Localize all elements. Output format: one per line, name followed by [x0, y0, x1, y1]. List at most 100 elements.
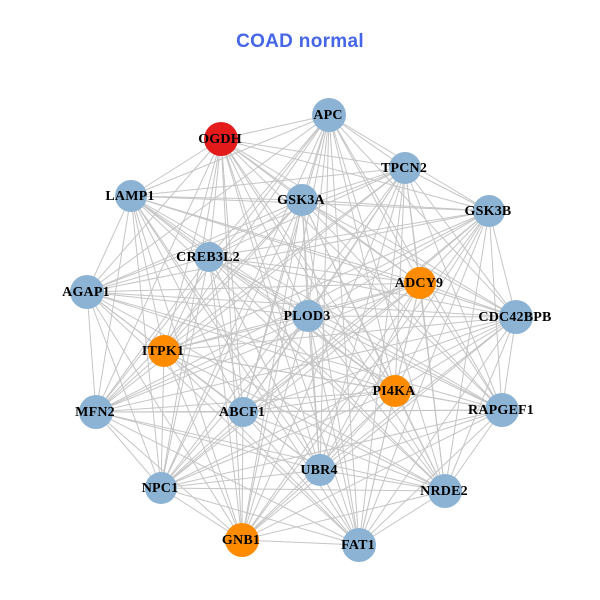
node-label-NRDE2: NRDE2 — [420, 484, 468, 499]
edge-OGDH-LAMP1 — [130, 138, 222, 197]
edge-PLOD3-ITPK1 — [163, 315, 309, 352]
edge-TPCN2-AGAP1 — [86, 167, 406, 293]
node-label-LAMP1: LAMP1 — [105, 189, 154, 204]
node-NPC1 — [145, 472, 177, 504]
edge-ADCY9-ITPK1 — [163, 282, 421, 352]
edge-ITPK1-GNB1 — [163, 350, 243, 541]
edge-ADCY9-ABCF1 — [242, 282, 421, 413]
edge-GSK3B-ABCF1 — [242, 210, 490, 413]
edge-ADCY9-PLOD3 — [307, 282, 421, 317]
edge-LAMP1-CDC42BPB — [130, 195, 517, 318]
edge-NPC1-NRDE2 — [160, 487, 446, 492]
edge-APC-CDC42BPB — [328, 114, 517, 318]
edge-GSK3B-PI4KA — [394, 210, 490, 392]
node-ITPK1 — [148, 335, 180, 367]
edge-APC-NRDE2 — [328, 114, 446, 492]
edge-UBR4-NPC1 — [160, 469, 321, 489]
edge-GSK3A-AGAP1 — [86, 199, 303, 293]
edge-UBR4-NRDE2 — [319, 469, 446, 492]
edge-TPCN2-NPC1 — [160, 167, 406, 489]
edge-LAMP1-MFN2 — [95, 195, 132, 413]
edge-GSK3B-ITPK1 — [163, 210, 490, 352]
edge-ITPK1-FAT1 — [163, 350, 360, 546]
node-TPCN2 — [389, 152, 421, 184]
edge-AGAP1-RAPGEF1 — [86, 291, 503, 411]
edge-GSK3B-CDC42BPB — [488, 210, 517, 318]
node-ABCF1 — [228, 397, 258, 427]
node-FAT1 — [342, 528, 376, 562]
edge-CDC42BPB-GNB1 — [241, 316, 517, 541]
edge-OGDH-RAPGEF1 — [220, 138, 503, 411]
edge-PLOD3-RAPGEF1 — [307, 315, 503, 411]
edge-APC-OGDH — [220, 114, 330, 140]
node-PI4KA — [379, 375, 411, 407]
edge-PI4KA-NRDE2 — [394, 390, 446, 492]
edge-RAPGEF1-NPC1 — [160, 409, 503, 489]
edge-CDC42BPB-NPC1 — [160, 316, 517, 489]
node-PLOD3 — [292, 300, 324, 332]
edge-GSK3A-CDC42BPB — [301, 199, 517, 318]
edge-GSK3A-CREB3L2 — [208, 199, 303, 258]
edge-AGAP1-PI4KA — [86, 291, 396, 392]
edge-OGDH-UBR4 — [220, 138, 321, 471]
edge-ABCF1-UBR4 — [242, 411, 321, 471]
chart-title: COAD normal — [236, 31, 364, 52]
node-label-AGAP1: AGAP1 — [62, 285, 110, 300]
node-OGDH — [204, 122, 238, 156]
edge-APC-AGAP1 — [86, 114, 330, 293]
edge-LAMP1-AGAP1 — [86, 195, 132, 293]
edge-OGDH-GSK3B — [220, 138, 490, 212]
edge-CDC42BPB-MFN2 — [95, 316, 517, 413]
edge-TPCN2-PI4KA — [394, 167, 406, 392]
edge-LAMP1-FAT1 — [130, 195, 360, 546]
edge-GSK3B-ADCY9 — [419, 210, 490, 284]
edge-AGAP1-MFN2 — [86, 291, 97, 413]
node-LAMP1 — [115, 180, 147, 212]
node-MFN2 — [79, 395, 113, 429]
node-ADCY9 — [404, 267, 436, 299]
node-label-ITPK1: ITPK1 — [142, 344, 184, 359]
edge-OGDH-TPCN2 — [220, 138, 406, 169]
edge-GSK3B-NRDE2 — [444, 210, 490, 492]
edge-ABCF1-NPC1 — [160, 411, 244, 489]
node-label-FAT1: FAT1 — [341, 538, 375, 553]
node-label-NPC1: NPC1 — [142, 481, 179, 496]
edge-ITPK1-NRDE2 — [163, 350, 446, 492]
node-label-MFN2: MFN2 — [75, 405, 115, 420]
edge-GSK3B-MFN2 — [95, 210, 490, 413]
edge-PI4KA-FAT1 — [358, 390, 396, 546]
edge-NRDE2-GNB1 — [241, 490, 446, 541]
edge-GSK3A-RAPGEF1 — [301, 199, 503, 411]
edge-GSK3A-FAT1 — [301, 199, 360, 546]
edge-APC-PI4KA — [328, 114, 396, 392]
edge-PLOD3-PI4KA — [307, 315, 396, 392]
edge-PLOD3-UBR4 — [307, 315, 321, 471]
edge-ABCF1-NRDE2 — [242, 411, 446, 492]
edges-layer — [86, 114, 517, 546]
edge-APC-ADCY9 — [328, 114, 421, 284]
node-label-ADCY9: ADCY9 — [395, 276, 443, 291]
edge-CDC42BPB-ABCF1 — [242, 316, 517, 413]
edge-GSK3B-AGAP1 — [86, 210, 490, 293]
edge-RAPGEF1-GNB1 — [241, 409, 503, 541]
edge-GSK3B-RAPGEF1 — [488, 210, 503, 411]
edge-CREB3L2-CDC42BPB — [208, 256, 517, 318]
edge-ADCY9-AGAP1 — [86, 282, 421, 293]
edge-GSK3B-CREB3L2 — [208, 210, 490, 258]
edge-GSK3B-PLOD3 — [307, 210, 490, 317]
edge-TPCN2-UBR4 — [319, 167, 406, 471]
edge-GSK3B-GNB1 — [241, 210, 490, 541]
edge-PI4KA-NPC1 — [160, 390, 396, 489]
edge-LAMP1-GSK3A — [130, 195, 303, 201]
node-NRDE2 — [428, 474, 462, 508]
edge-PLOD3-GNB1 — [241, 315, 309, 541]
edge-TPCN2-LAMP1 — [130, 167, 406, 197]
edge-TPCN2-CDC42BPB — [404, 167, 517, 318]
edge-CDC42BPB-NRDE2 — [444, 316, 517, 492]
node-GNB1 — [225, 523, 259, 557]
node-label-UBR4: UBR4 — [300, 463, 337, 478]
edge-TPCN2-GNB1 — [241, 167, 406, 541]
